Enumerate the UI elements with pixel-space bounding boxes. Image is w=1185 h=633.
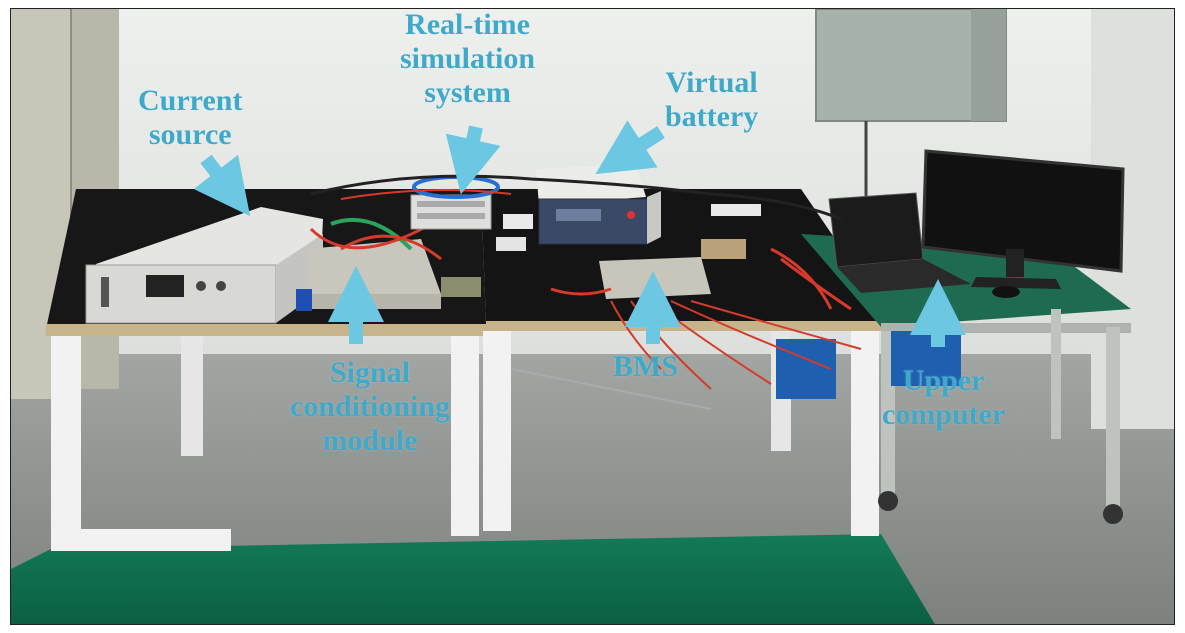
virtual-battery-device xyxy=(503,164,761,245)
floor-mat xyxy=(11,534,935,624)
label-line: Current xyxy=(138,84,243,117)
realtime-simulation-device xyxy=(410,175,526,251)
arrow-realtime-sim xyxy=(445,125,501,195)
label-line: module xyxy=(322,424,418,457)
label-line: Upper xyxy=(902,364,985,397)
label-line: Real-time xyxy=(405,8,530,41)
arrow-virtual-battery xyxy=(595,120,665,175)
label-line: system xyxy=(424,76,511,109)
lab-setup-photo xyxy=(10,8,1175,625)
label-realtime-simulation-system: Real-time simulation system xyxy=(400,8,535,110)
label-line: conditioning xyxy=(290,390,451,423)
label-upper-computer: Upper computer xyxy=(882,364,1005,432)
label-line: Signal xyxy=(330,356,411,389)
label-line: Virtual xyxy=(665,66,758,99)
monitor xyxy=(921,149,1125,298)
label-virtual-battery: Virtual battery xyxy=(665,66,758,134)
label-line: computer xyxy=(882,398,1006,431)
label-line: simulation xyxy=(400,42,536,75)
label-line: battery xyxy=(665,100,759,133)
label-bms: BMS xyxy=(613,350,678,384)
label-current-source: Current source xyxy=(138,84,242,152)
wall-electrical-box xyxy=(815,9,1007,209)
label-line: source xyxy=(148,118,232,151)
arrow-current-source xyxy=(193,154,251,217)
label-line: BMS xyxy=(613,350,679,383)
label-signal-conditioning-module: Signal conditioning module xyxy=(290,356,450,458)
